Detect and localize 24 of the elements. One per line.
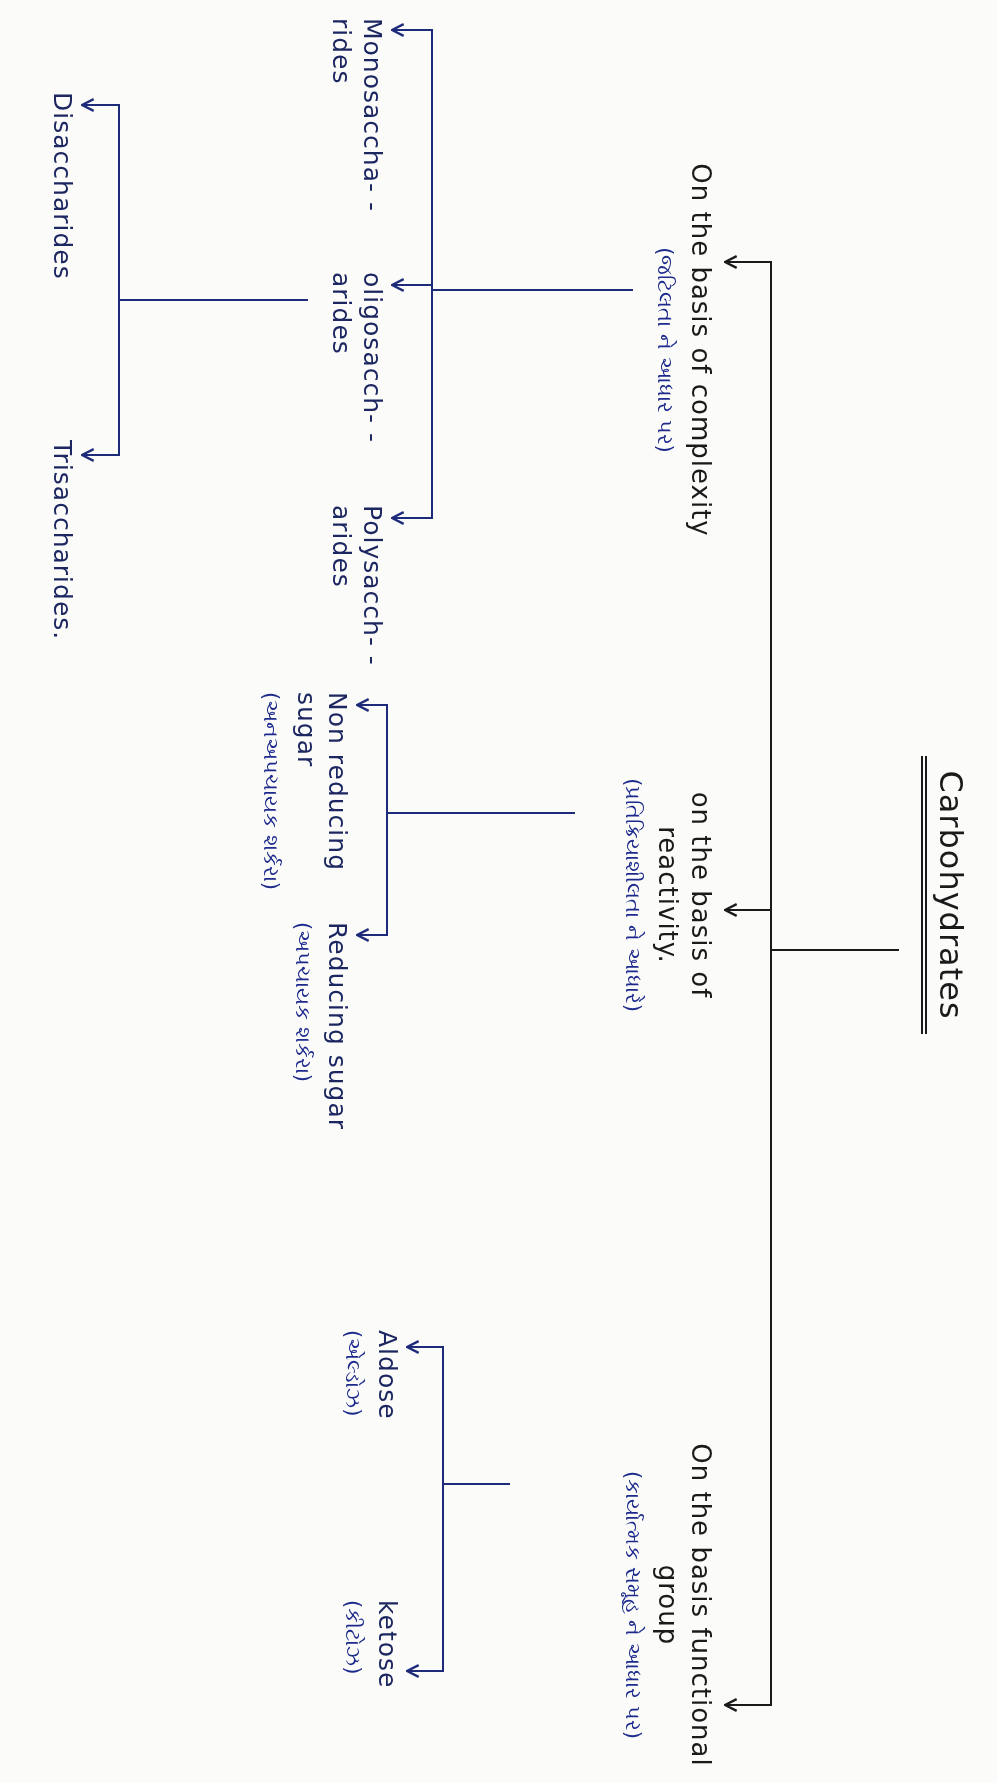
category-label: Non reducing sugar <box>290 692 353 874</box>
heading-text: Carbohydrates <box>921 756 971 1034</box>
arrow <box>80 299 309 462</box>
category-label: on the basis of reactivity. <box>652 790 717 1001</box>
category-label: Aldose <box>372 1330 403 1420</box>
category-label: Reducing sugar <box>322 922 353 1131</box>
category-label: ketose <box>372 1600 403 1689</box>
translation-text: (પ્રતિક્રિયાશીલતા ને આધારે) <box>620 778 646 1012</box>
category-label: Disaccharides <box>47 92 78 280</box>
category-label: oligosacch- -arides <box>325 272 388 446</box>
arrow <box>355 812 576 942</box>
category-label: Monosaccha- -rides <box>325 18 388 214</box>
translation-text: (એલ્ડોઝ) <box>339 1330 366 1417</box>
translation-text: (જટિલતા ને આધાર પર) <box>652 247 679 453</box>
category-label: Trisaccharides. <box>47 440 78 641</box>
translation-text: (કાર્યાત્મક સમૂહ ને આધાર પર) <box>620 1470 646 1740</box>
arrow <box>390 289 634 525</box>
arrow <box>405 1483 511 1678</box>
translation-text: (અપચાયક શર્કરા) <box>289 922 316 1083</box>
category-label: On the basis functional group <box>652 1442 717 1769</box>
category-label: On the basis of complexity <box>685 163 717 537</box>
translation-text: (કીટોઝ) <box>339 1600 366 1675</box>
translation-text: (અનઅપચાયક શર્કરા) <box>258 692 285 891</box>
arrow <box>723 949 900 1712</box>
